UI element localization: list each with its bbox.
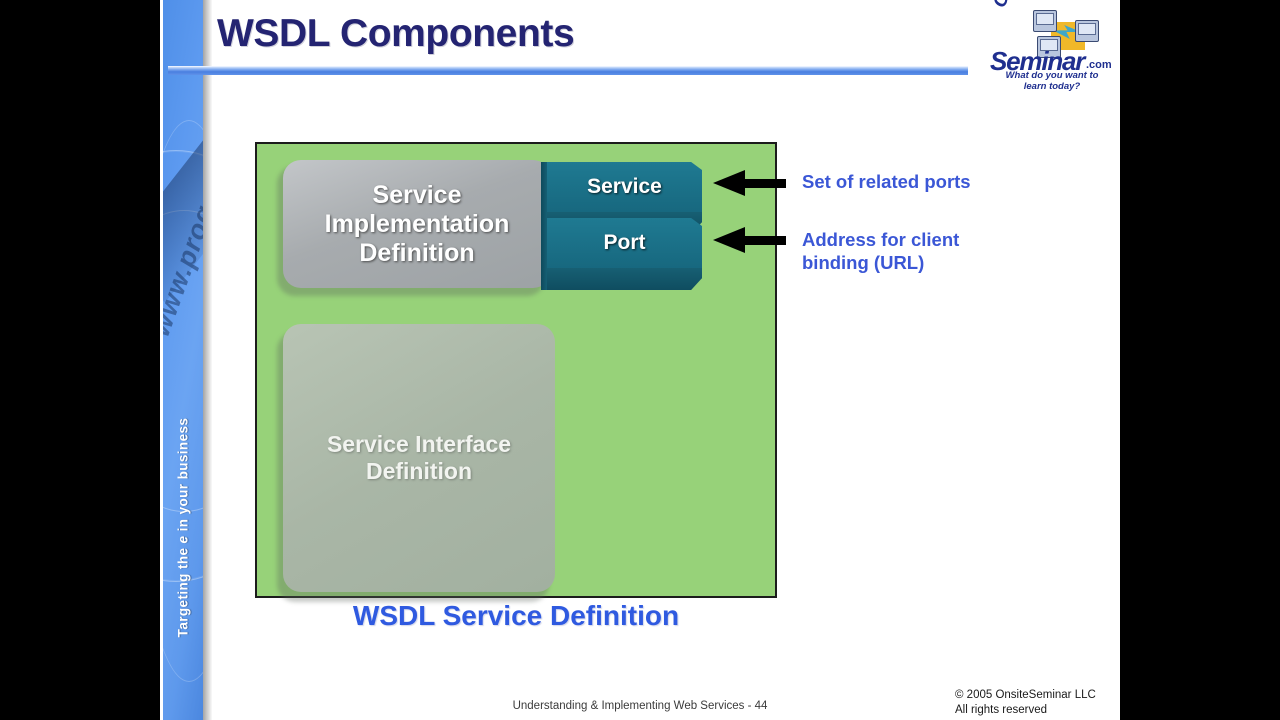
logo-onsit-text: Onsit: [989, 0, 1026, 11]
logo-tagline: What do you want to learn today?: [993, 70, 1111, 93]
logo-com-text: .com: [1086, 59, 1112, 71]
pc-screen-2: [1078, 23, 1096, 35]
service-block: Service: [547, 162, 702, 212]
logo-seminar-text: Seminar: [990, 46, 1085, 76]
computers-network-icon: [1031, 8, 1103, 60]
callout-service-label: Set of related ports: [802, 171, 971, 192]
sidebar-tagline-before: Targeting the: [175, 543, 191, 638]
port-block: Port: [547, 218, 702, 268]
arrow-shaft: [741, 236, 786, 245]
brand-logo: Onsit Seminar .com What do you want to l…: [985, 0, 1115, 93]
copyright-line2: All rights reserved: [955, 703, 1048, 716]
sidebar-tagline-e: e: [175, 535, 191, 544]
arrow-left-icon-port: [713, 227, 786, 253]
logo-tagline-line1: What do you want to: [1005, 70, 1099, 81]
callout-port-label: Address for client binding (URL): [802, 228, 959, 274]
arrow-head: [713, 227, 745, 253]
copyright-line1: © 2005 OnsiteSeminar LLC: [955, 689, 1096, 701]
arrow-head: [713, 170, 745, 196]
sidebar-tagline: Targeting the e in your business: [176, 268, 191, 720]
service-implementation-definition-box: Service Implementation Definition: [283, 160, 551, 288]
callout-port-line1: Address for client: [802, 229, 960, 250]
sidebar-tagline-after: in your business: [175, 417, 191, 536]
port-block-3d-side: [547, 268, 702, 290]
page-title: WSDL Components: [217, 12, 575, 55]
slide-side-band: www.prog Targeting the e in your busines…: [163, 0, 203, 720]
arrow-left-icon-service: [713, 170, 786, 196]
pc-icon-1: [1033, 10, 1057, 32]
pc-screen-1: [1036, 13, 1054, 25]
slide-canvas: www.prog Targeting the e in your busines…: [160, 0, 1120, 720]
footer-copyright: © 2005 OnsiteSeminar LLC All rights rese…: [955, 688, 1120, 717]
callout-port-line2: binding (URL): [802, 252, 925, 274]
pc-icon-3: [1037, 36, 1061, 58]
teal-stack-spine: [541, 162, 551, 290]
footer-course-label: Understanding & Implementing Web Service…: [512, 700, 768, 712]
pc-screen-3: [1040, 39, 1058, 51]
pc-icon-2: [1075, 20, 1099, 42]
logo-tagline-line2: learn today?: [1023, 80, 1081, 92]
service-interface-definition-box: Service Interface Definition: [283, 324, 555, 592]
title-underline-rule: [168, 66, 968, 75]
arrow-shaft: [741, 179, 786, 188]
diagram-caption: WSDL Service Definition: [352, 600, 680, 631]
side-band-shadow: [203, 0, 212, 720]
